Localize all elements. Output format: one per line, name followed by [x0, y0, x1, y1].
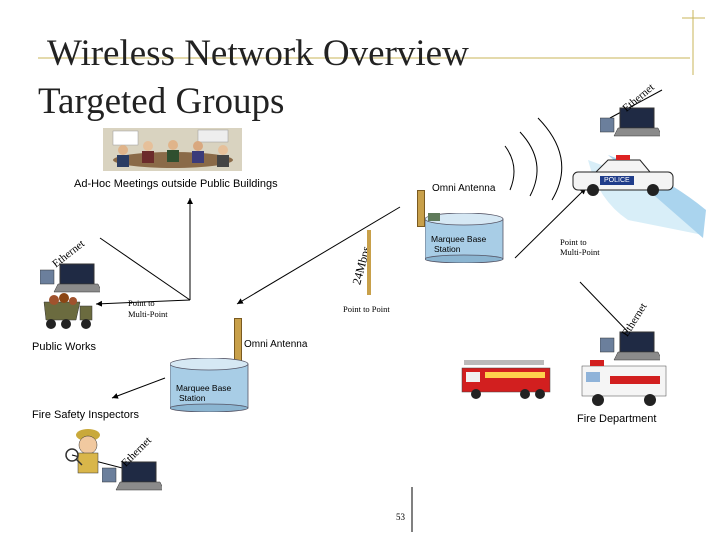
- dump-truck-icon: [36, 292, 96, 339]
- station-mid-label-2: Station: [179, 393, 206, 403]
- laptop-icon-right: [599, 330, 663, 367]
- omni-antenna-top-label: Omni Antenna: [432, 183, 496, 194]
- station-mid-label-1: Marquee Base: [176, 383, 232, 393]
- page-number: 53: [396, 512, 405, 522]
- p2p-link-post: [367, 230, 371, 295]
- station-top-label-2: Station: [434, 244, 461, 254]
- laptop-icon-bottom-left: [101, 460, 165, 497]
- base-station-icon-top: [424, 211, 505, 264]
- slide-title-line2: Targeted Groups: [38, 81, 285, 122]
- police-car-icon: [568, 150, 708, 240]
- fire-safety-label: Fire Safety Inspectors: [32, 409, 139, 421]
- p2mp-right-label-1: Point to: [560, 237, 587, 247]
- title-accent-lines: [30, 10, 705, 75]
- fire-truck-icon: [460, 356, 555, 406]
- p2mp-left-label-1: Point to: [128, 298, 155, 308]
- omni-antenna-mid-label: Omni Antenna: [244, 339, 308, 350]
- adhoc-label: Ad-Hoc Meetings outside Public Buildings: [74, 178, 278, 190]
- public-works-label: Public Works: [32, 341, 96, 353]
- ambulance-icon: [580, 356, 670, 419]
- laptop-icon-left: [39, 262, 103, 299]
- p2mp-right-label-2: Multi-Point: [560, 247, 600, 257]
- base-station-icon-mid: [169, 357, 250, 413]
- slide-title-line1: Wireless Network Overview: [47, 33, 469, 74]
- antenna-icon-top: [417, 190, 425, 227]
- p2p-label: Point to Point: [343, 304, 390, 314]
- fire-department-label: Fire Department: [577, 413, 657, 425]
- laptop-icon-top-right: [599, 106, 663, 143]
- police-label: POLICE: [604, 177, 630, 184]
- p2mp-left-label-2: Multi-Point: [128, 309, 168, 319]
- inspector-icon: [62, 425, 112, 490]
- station-top-label-1: Marquee Base: [431, 234, 487, 244]
- meeting-photo: [103, 128, 242, 171]
